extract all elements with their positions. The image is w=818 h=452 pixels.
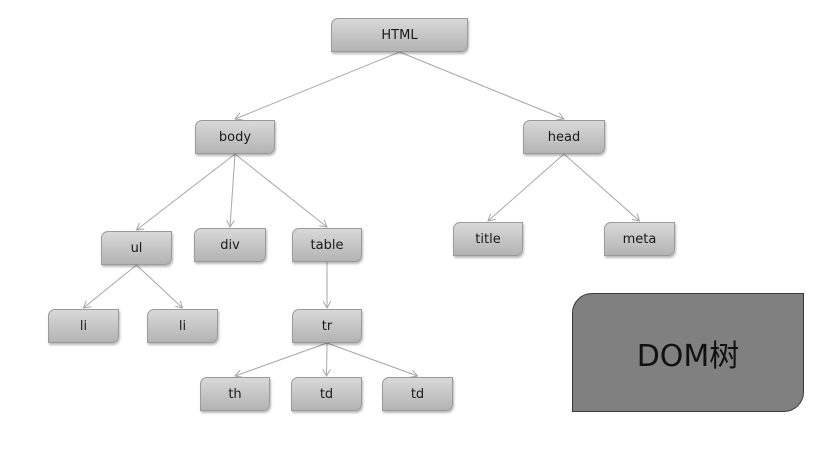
edge-body-ul bbox=[137, 153, 236, 230]
edge-body-table bbox=[234, 153, 327, 227]
edge-ul-li2 bbox=[136, 264, 183, 308]
node-li: li bbox=[147, 309, 218, 343]
node-html: HTML bbox=[331, 18, 468, 52]
edge-body-div bbox=[230, 153, 236, 227]
node-meta: meta bbox=[604, 222, 675, 256]
node-tr: tr bbox=[292, 309, 362, 343]
node-td: td bbox=[382, 377, 453, 411]
edge-tr-th bbox=[235, 342, 328, 376]
node-table: table bbox=[292, 228, 362, 262]
node-td: td bbox=[291, 377, 362, 411]
node-body: body bbox=[195, 120, 275, 154]
edge-html-head bbox=[399, 51, 565, 119]
edge-ul-li1 bbox=[84, 264, 137, 308]
edge-tr-td1 bbox=[327, 342, 328, 376]
node-head: head bbox=[523, 120, 605, 154]
node-ul: ul bbox=[101, 231, 172, 265]
node-title: title bbox=[453, 222, 523, 256]
edge-head-title bbox=[488, 153, 565, 221]
node-th: th bbox=[200, 377, 270, 411]
dom-tree-label: DOM树 bbox=[572, 293, 804, 412]
node-div: div bbox=[194, 228, 266, 262]
node-li: li bbox=[48, 309, 119, 343]
edge-head-meta bbox=[563, 153, 640, 221]
edge-html-body bbox=[235, 51, 400, 119]
edge-tr-td2 bbox=[326, 342, 418, 376]
